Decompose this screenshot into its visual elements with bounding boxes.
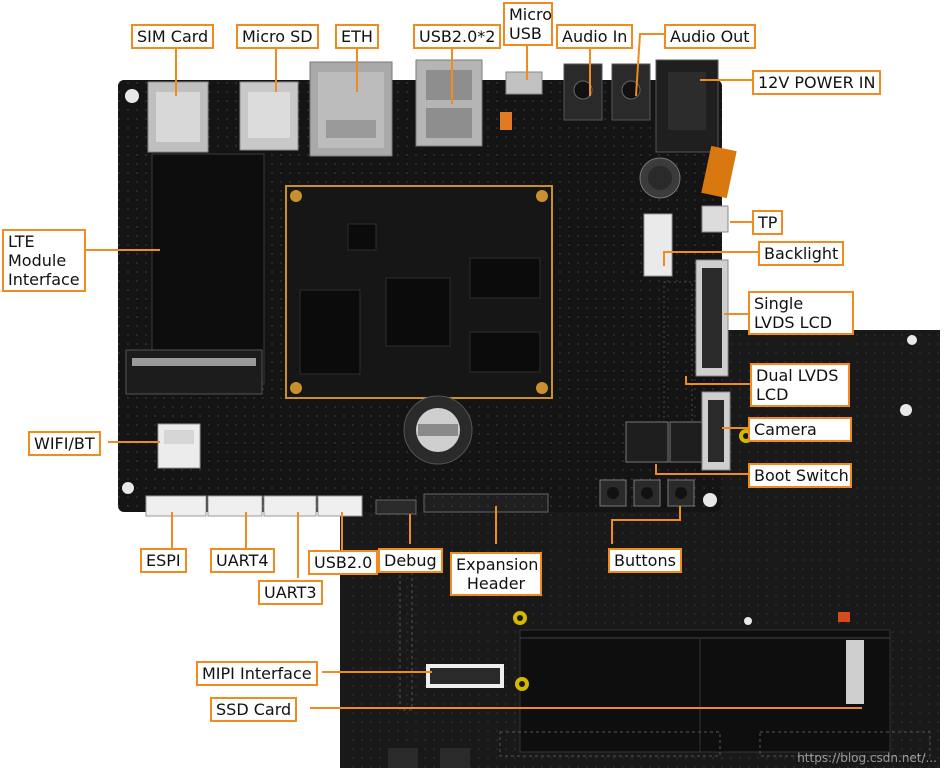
label-mipi: MIPI Interface bbox=[196, 661, 318, 686]
label-eth: ETH bbox=[335, 24, 379, 49]
label-usb20: USB2.0 bbox=[308, 550, 379, 575]
label-tp: TP bbox=[752, 210, 784, 235]
label-expansion-header: Expansion Header bbox=[450, 552, 542, 596]
label-sim-card: SIM Card bbox=[131, 24, 215, 49]
label-micro-usb: Micro USB bbox=[503, 2, 553, 46]
label-uart3: UART3 bbox=[258, 580, 323, 605]
label-micro-sd: Micro SD bbox=[236, 24, 319, 49]
label-power-in: 12V POWER IN bbox=[752, 70, 882, 95]
label-uart4: UART4 bbox=[210, 548, 275, 573]
label-dual-lvds: Dual LVDS LCD bbox=[750, 363, 850, 407]
label-lte: LTE Module Interface bbox=[2, 229, 86, 292]
label-audio-in: Audio In bbox=[556, 24, 634, 49]
label-debug: Debug bbox=[378, 548, 443, 573]
leader-lines bbox=[86, 33, 862, 709]
label-backlight: Backlight bbox=[758, 241, 845, 266]
label-buttons: Buttons bbox=[608, 548, 682, 573]
watermark: https://blog.csdn.net/... bbox=[797, 751, 937, 765]
label-boot-switch: Boot Switch bbox=[748, 463, 852, 488]
label-usb2x2: USB2.0*2 bbox=[413, 24, 502, 49]
label-single-lvds: Single LVDS LCD bbox=[748, 291, 854, 335]
label-audio-out: Audio Out bbox=[664, 24, 756, 49]
label-ssd: SSD Card bbox=[210, 697, 298, 722]
label-wifi-bt: WIFI/BT bbox=[28, 431, 101, 456]
label-espi: ESPI bbox=[140, 548, 187, 573]
main-board bbox=[118, 59, 737, 517]
label-camera: Camera bbox=[748, 417, 852, 442]
